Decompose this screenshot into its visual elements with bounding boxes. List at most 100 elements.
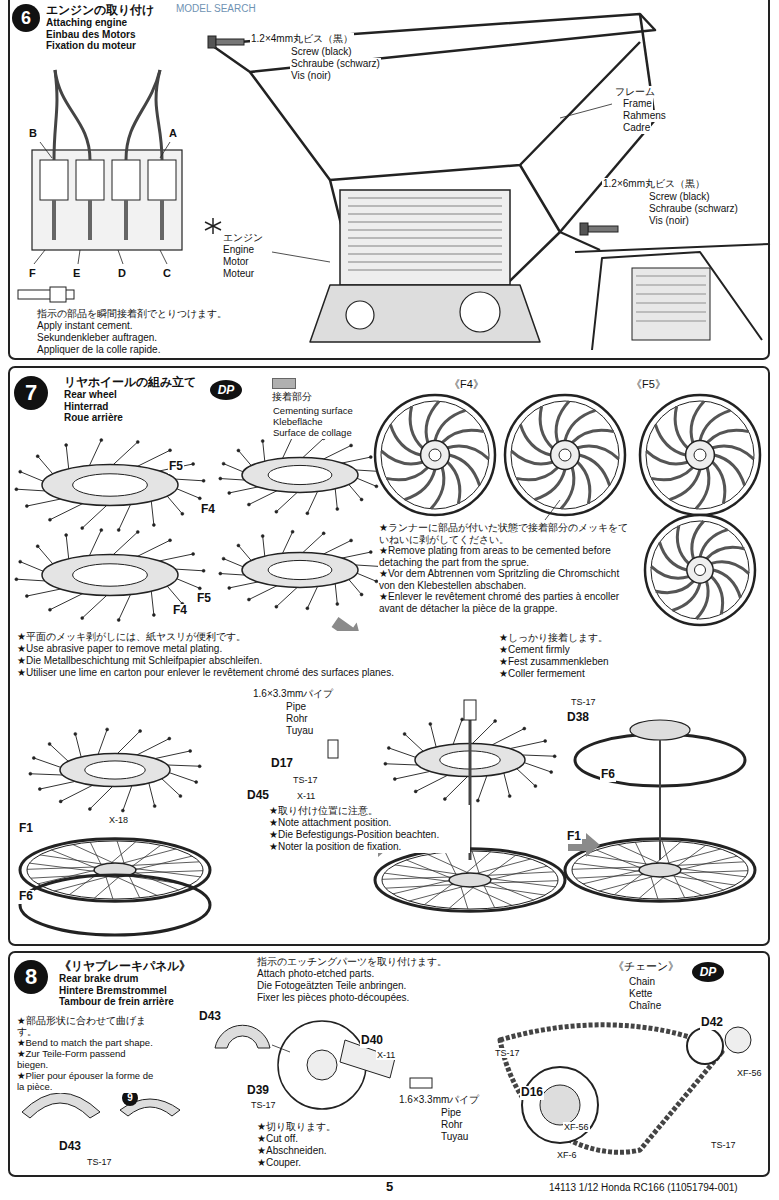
note-text: Vis (noir)	[290, 70, 332, 82]
note-text: Chain	[628, 976, 656, 988]
drawing-ellipse	[20, 875, 210, 935]
drawing-ellipse	[88, 807, 91, 810]
drawing-ellipse	[645, 515, 755, 625]
drawing-line	[110, 442, 138, 468]
drawing-line	[115, 731, 140, 756]
note-text: Screw (black)	[290, 46, 353, 58]
drawing-line	[596, 850, 641, 868]
drawing-line	[82, 592, 110, 618]
drawing-line	[348, 246, 502, 247]
drawing-ellipse	[403, 732, 406, 735]
drawing-ellipse	[242, 553, 358, 588]
step-title-translation: Hintere Bremstrommel	[59, 985, 191, 997]
drawing-ellipse	[139, 730, 142, 733]
drawing-ellipse	[350, 444, 353, 447]
note-text: ★Bend to match the part shape.	[16, 1038, 158, 1049]
drawing-ellipse	[152, 613, 155, 616]
drawing-path	[592, 252, 762, 350]
step-title-translation: Hinterrad	[64, 401, 196, 413]
drawing-line	[348, 270, 502, 271]
step-title-translation: Roue arrière	[64, 412, 196, 424]
step-title: リヤホイールの組み立て	[64, 376, 196, 389]
drawing-ellipse	[346, 301, 374, 329]
drawing-line	[452, 719, 462, 747]
drawing-ellipse	[275, 605, 278, 608]
part-number: F5	[168, 460, 184, 474]
note-text: ★Cement firmly	[498, 644, 571, 656]
part-number: 5	[385, 1180, 394, 1195]
drawing-ellipse	[189, 749, 192, 752]
note-text: XF-6	[556, 1150, 578, 1160]
drawing-line	[115, 876, 157, 895]
drawing-ellipse	[237, 544, 240, 547]
drawing-line	[662, 841, 669, 865]
drawing-ellipse	[651, 521, 749, 619]
drawing-ellipse	[222, 462, 225, 465]
drawing-ellipse	[687, 557, 713, 583]
note-text: Frame	[622, 98, 653, 110]
note-text: ★Couper.	[256, 1157, 302, 1169]
drawing-line	[576, 874, 647, 878]
part-number: D38	[566, 711, 590, 725]
drawing-ellipse	[336, 602, 339, 605]
wheel-spoke	[578, 462, 590, 504]
wheel-spoke	[711, 562, 749, 574]
drawing-line	[445, 852, 456, 875]
part-number: D39	[246, 1084, 270, 1098]
note-text: ★Zur Teile-Form passend biegen.	[16, 1049, 158, 1071]
wheel-spoke	[713, 446, 754, 459]
note-text: ★Cut off.	[256, 1133, 299, 1145]
drawing-ellipse	[476, 799, 479, 802]
note-text: Chaîne	[628, 1000, 662, 1012]
drawing-ellipse	[460, 292, 500, 332]
part-number: D	[117, 267, 127, 280]
drawing-line	[636, 312, 706, 313]
drawing-ellipse	[179, 795, 182, 798]
note-text: Tuyau	[440, 1131, 469, 1143]
part-number: F6	[18, 890, 34, 904]
drawing-ellipse	[261, 535, 264, 538]
drawing-line	[131, 845, 160, 867]
drawing-ellipse	[449, 873, 491, 887]
note-text: Screw (black)	[648, 191, 711, 203]
wheel-spoke	[442, 430, 484, 442]
note-text: 《F5》	[630, 378, 667, 391]
drawing-line	[424, 883, 453, 905]
drawing-line	[406, 860, 451, 878]
drawing-line	[51, 850, 96, 868]
drawing-ellipse	[25, 595, 28, 598]
drawing-line	[348, 206, 502, 207]
wheel-spoke	[516, 468, 558, 480]
drawing-path	[575, 244, 770, 252]
drawing-line	[78, 250, 80, 264]
drawing-ellipse	[198, 497, 201, 500]
drawing-line	[90, 784, 115, 809]
drawing-ellipse	[369, 551, 372, 554]
drawing-rect	[208, 36, 216, 48]
drawing-line	[585, 855, 651, 865]
step-heading: 《リヤブレーキパネル》Rear brake drumHintere Bremst…	[59, 960, 191, 1008]
drawing-ellipse	[198, 587, 201, 590]
drawing-ellipse	[25, 505, 28, 508]
drawing-line	[386, 884, 457, 888]
drawing-line	[659, 740, 661, 860]
drawing-line	[123, 783, 133, 811]
drawing-ellipse	[117, 618, 120, 621]
drawing-line	[348, 222, 502, 223]
note-text: Rahmens	[622, 110, 667, 122]
note-text: Surface de collage	[272, 428, 353, 439]
note-text: 1.2×4mm丸ビス（黒）	[250, 33, 354, 45]
drawing-line	[272, 252, 330, 262]
drawing-ellipse	[387, 746, 390, 749]
drawing-ellipse	[421, 441, 450, 470]
drawing-ellipse	[237, 449, 240, 452]
drawing-line	[475, 859, 531, 874]
part-number: D43	[198, 1010, 222, 1024]
badge-text: DP	[700, 966, 717, 978]
drawing-path	[160, 200, 164, 240]
note-text: Kette	[628, 988, 653, 1000]
drawing-line	[73, 845, 115, 864]
wheel-spoke	[448, 446, 489, 459]
note-text: 指示の部品を瞬間接着剤でとりつけます。	[36, 308, 228, 320]
note-text: TS-17	[570, 697, 597, 707]
